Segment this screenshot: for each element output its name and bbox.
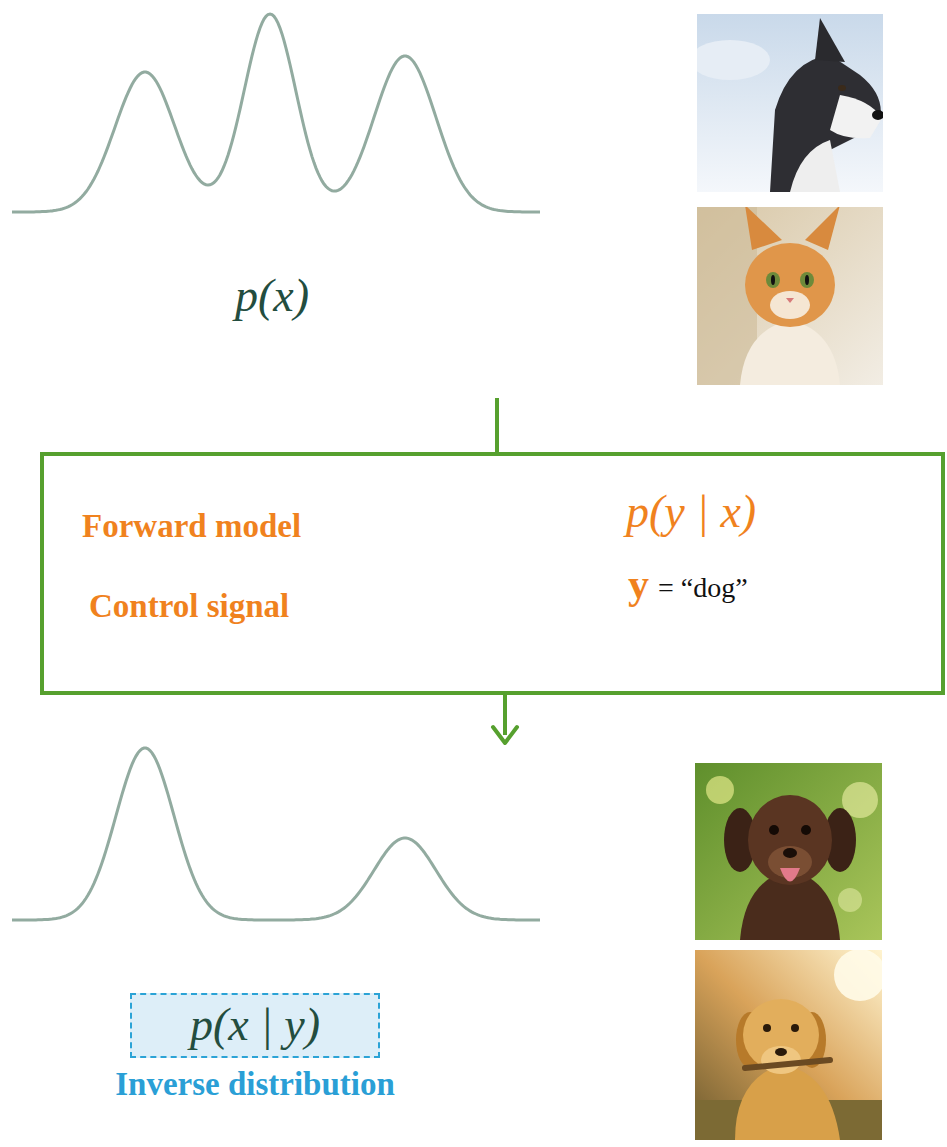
flow-arrowhead xyxy=(493,727,517,743)
prior-density-curve xyxy=(12,14,540,212)
kitten-photo xyxy=(697,207,883,385)
math-expression: p(x | y) xyxy=(190,999,320,1052)
posterior-density-curve xyxy=(12,748,540,920)
box-caption: Inverse distribution xyxy=(115,1066,395,1104)
math-symbol: y xyxy=(628,560,649,608)
distribution-label: p(x) xyxy=(235,270,309,323)
husky-photo xyxy=(697,14,883,192)
math-expression: p(y | x) xyxy=(626,486,756,539)
flow-arrow xyxy=(503,695,507,735)
puppy-photo xyxy=(695,763,882,940)
golden-retriever-photo xyxy=(695,950,882,1140)
box-heading: Forward model xyxy=(82,508,301,546)
box-heading: Control signal xyxy=(89,588,289,626)
forward-model-box: Forward model p(y | x) Control signal y = “d… xyxy=(40,452,945,695)
inverse-distribution-box: p(x | y)Inverse distribution xyxy=(130,993,380,1058)
signal-value: = “dog” xyxy=(658,572,748,604)
flow-line xyxy=(495,398,499,452)
